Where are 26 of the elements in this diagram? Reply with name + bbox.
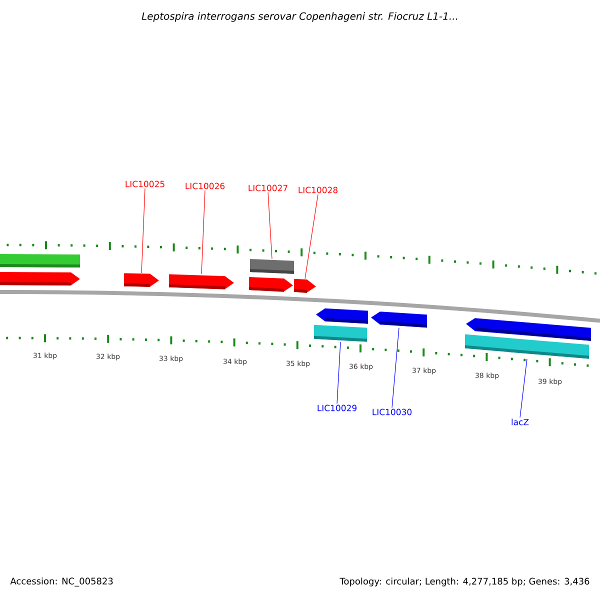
gene-label: LIC10029 [318, 404, 356, 412]
gene-label: LIC10026 [186, 182, 225, 190]
gene-feature [124, 273, 159, 287]
gene-label: lacZ [512, 418, 529, 426]
leader-line [304, 194, 318, 280]
leader-line [336, 342, 341, 404]
gene-feature [316, 308, 368, 324]
leader-line [201, 190, 206, 274]
gene-label: LIC10028 [298, 186, 338, 194]
leader-line [520, 358, 528, 418]
gene-label: LIC10025 [126, 180, 164, 188]
gene-feature [169, 274, 234, 290]
gene-bar [0, 254, 80, 268]
gene-label: LIC10030 [372, 408, 412, 416]
gene-feature [371, 312, 427, 328]
gene-feature [294, 278, 316, 293]
leader-line [392, 328, 400, 408]
footer-text: Topology: circular; Length: 4,277,185 bp; Genes: 3,436 [340, 578, 590, 586]
gene-bar [250, 259, 294, 274]
footer-text: Accession: NC_005823 [10, 578, 113, 586]
gene-feature [0, 272, 80, 286]
gene-label: LIC10027 [248, 184, 288, 192]
title: Leptospira interrogans serovar Copenhageni str. Fiocruz L1-1... [142, 12, 458, 22]
leader-line [141, 188, 146, 274]
gene-bar [465, 334, 589, 359]
gene-bar [314, 324, 367, 342]
